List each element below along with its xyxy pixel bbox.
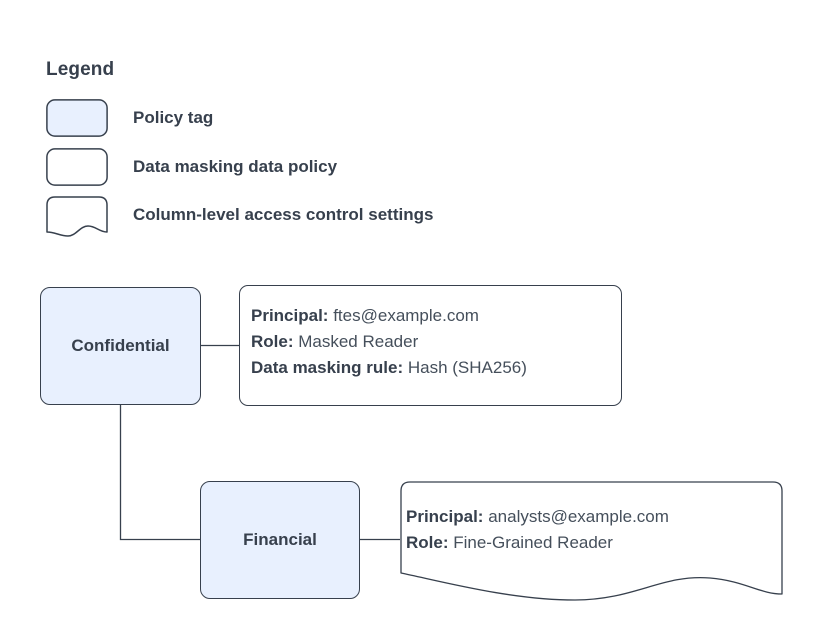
detail-key-principal: Principal: [251, 306, 329, 325]
data-masking-policy-swatch [46, 148, 108, 186]
column-access-settings-box-financial: Principal: analysts@example.com Role: Fi… [400, 481, 783, 603]
legend-label-policy-tag: Policy tag [133, 108, 214, 127]
detail-line-role: Role: Masked Reader [251, 329, 527, 355]
detail-line-masking-rule: Data masking rule: Hash (SHA256) [251, 355, 527, 381]
detail-key-role: Role: [251, 332, 294, 351]
wavy-note-outline [400, 481, 783, 601]
policy-tag-node-confidential[interactable]: Confidential [40, 287, 201, 405]
policy-tag-node-financial[interactable]: Financial [200, 481, 360, 599]
policy-detail-lines: Principal: ftes@example.com Role: Masked… [251, 303, 527, 381]
detail-key-principal: Principal: [406, 507, 484, 526]
column-access-settings-swatch [46, 196, 108, 237]
policy-tag-node-confidential-label: Confidential [71, 336, 170, 355]
detail-value-role: Masked Reader [298, 332, 419, 351]
detail-value-role: Fine-Grained Reader [453, 533, 613, 552]
detail-line-principal: Principal: ftes@example.com [251, 303, 527, 329]
policy-tag-swatch [46, 99, 108, 137]
data-masking-policy-box-confidential: Principal: ftes@example.com Role: Masked… [239, 285, 622, 406]
detail-line-principal: Principal: analysts@example.com [406, 504, 669, 530]
detail-value-principal: ftes@example.com [333, 306, 479, 325]
detail-value-masking-rule: Hash (SHA256) [407, 358, 527, 377]
legend-label-data-masking-policy: Data masking data policy [133, 157, 338, 176]
detail-value-principal: analysts@example.com [488, 507, 669, 526]
legend-title: Legend [46, 59, 115, 80]
detail-key-role: Role: [406, 533, 449, 552]
detail-key-masking-rule: Data masking rule: [251, 358, 404, 377]
legend-label-column-access-settings: Column-level access control settings [133, 205, 434, 224]
access-detail-lines: Principal: analysts@example.com Role: Fi… [406, 504, 669, 556]
detail-line-role: Role: Fine-Grained Reader [406, 530, 669, 556]
policy-tag-node-financial-label: Financial [243, 530, 317, 549]
